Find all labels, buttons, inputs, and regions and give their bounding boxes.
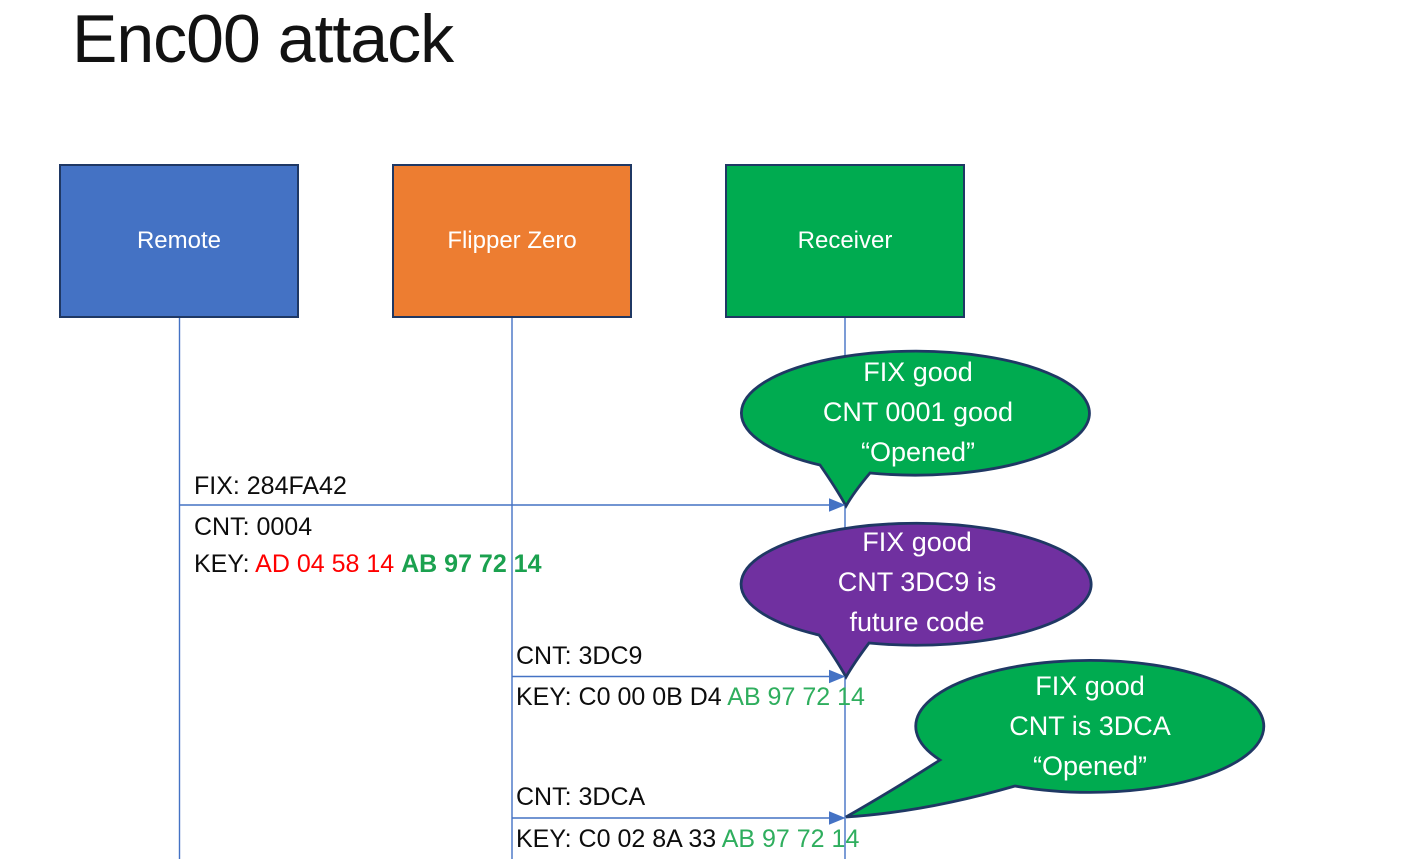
bubble-2-line-1: FIX good [862, 527, 972, 557]
bubble-1-line-3: “Opened” [860, 437, 976, 467]
actor-label-flipper-zero: Flipper Zero [447, 227, 577, 254]
bubble-1-line-2: CNT 0001 good [822, 397, 1014, 427]
message-1-key-changed-bytes: AD 04 58 14 [255, 550, 402, 578]
bubble-2-text: FIX good CNT 3DC9 is future code [742, 522, 1092, 642]
actor-box-flipper-zero: Flipper Zero [392, 164, 632, 318]
actor-box-remote: Remote [59, 164, 299, 318]
message-1-cnt-label: CNT: 0004 [194, 513, 313, 541]
actor-box-receiver: Receiver [725, 164, 965, 318]
message-3-cnt-label: CNT: 3DCA [516, 783, 646, 811]
actor-label-receiver: Receiver [797, 227, 893, 254]
message-2-cnt-label: CNT: 3DC9 [516, 642, 643, 670]
message-2-key-fixed-bytes: AB 97 72 14 [727, 683, 865, 711]
message-arrow-3-head-icon [829, 811, 846, 825]
bubble-3-line-3: “Opened” [1032, 751, 1148, 781]
message-3-key-fixed-bytes: AB 97 72 14 [721, 825, 860, 853]
bubble-1-line-1: FIX good [863, 357, 973, 387]
message-1-key-fixed-bytes: AB 97 72 14 [401, 550, 542, 578]
speech-bubble-receiver-future-code [739, 521, 1093, 680]
message-2-key-label: KEY: C0 00 0B D4 AB 97 72 14 [516, 682, 865, 712]
page-title: Enc00 attack [72, 1, 454, 77]
bubble-3-text: FIX good CNT is 3DCA “Opened” [916, 662, 1264, 790]
message-arrow-1-head-icon [829, 498, 846, 512]
message-3-key-label: KEY: C0 02 8A 33 AB 97 72 14 [516, 824, 859, 854]
message-1-fix-label: FIX: 284FA42 [194, 472, 347, 500]
bubble-1-text: FIX good CNT 0001 good “Opened” [744, 352, 1092, 472]
message-2-key-prefix: KEY: [516, 683, 579, 711]
message-1-key-prefix: KEY: [194, 550, 256, 578]
actor-label-remote: Remote [136, 227, 222, 254]
bubble-3-line-1: FIX good [1035, 671, 1145, 701]
bubble-3-line-2: CNT is 3DCA [1009, 711, 1171, 741]
message-1-key-label: KEY: AD 04 58 14 AB 97 72 14 [194, 549, 541, 579]
bubble-2-line-3: future code [849, 607, 985, 637]
message-3-key-changed-bytes: C0 02 8A 33 [578, 825, 722, 853]
message-2-key-changed-bytes: C0 00 0B D4 [578, 683, 728, 711]
speech-bubble-receiver-accepts-2 [845, 659, 1266, 819]
message-arrow-2-head-icon [829, 669, 846, 684]
bubble-2-line-2: CNT 3DC9 is [837, 567, 997, 597]
message-3-key-prefix: KEY: [516, 825, 579, 853]
speech-bubble-receiver-accepts-1 [740, 349, 1091, 509]
